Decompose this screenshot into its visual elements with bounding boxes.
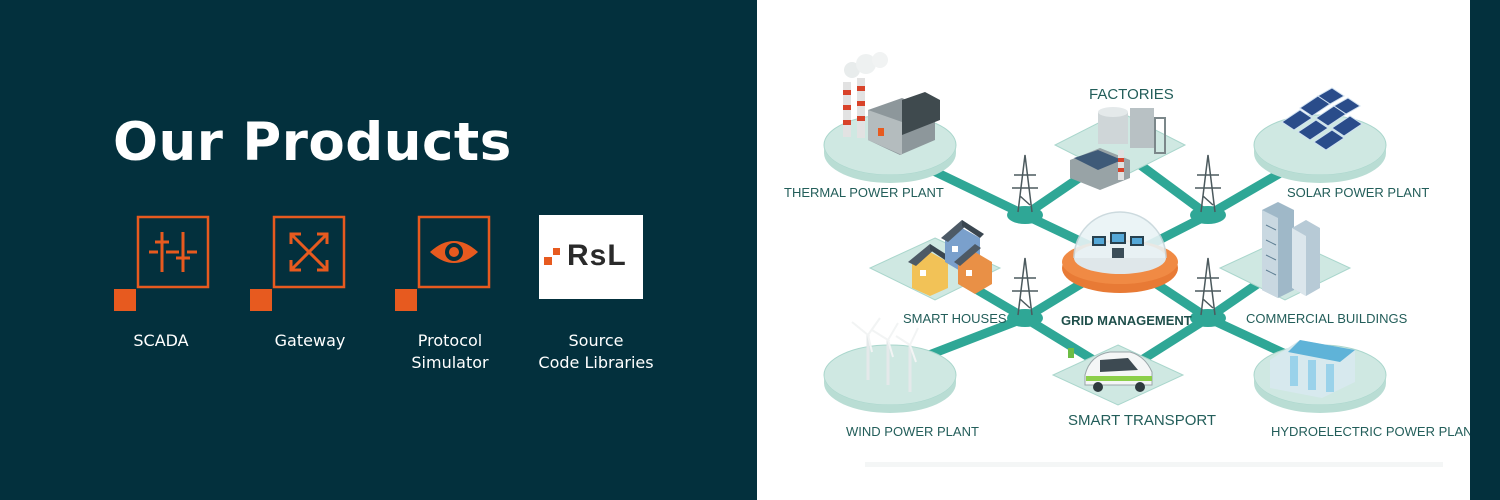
label-thermal-power-plant: THERMAL POWER PLANT — [784, 185, 944, 200]
accent-square — [114, 289, 136, 311]
rsl-logo-mark-icon — [544, 248, 560, 265]
rsl-logo: RsL — [567, 239, 627, 272]
product-source-code-libraries[interactable]: RsL — [539, 215, 643, 299]
label-line: Protocol — [417, 331, 483, 350]
page-title: Our Products — [113, 112, 512, 173]
products-panel: Our Products SCADA — [0, 0, 757, 500]
label-commercial-buildings: COMMERCIAL BUILDINGS — [1246, 311, 1408, 326]
product-protocol-simulator[interactable] — [394, 214, 494, 314]
product-gateway[interactable] — [249, 214, 349, 314]
product-label-gateway: Gateway — [274, 331, 346, 350]
smart-grid-illustration: FACTORIES THERMAL POWER PLANT SOLAR POWE… — [757, 0, 1500, 500]
label-hydroelectric-power-plant: HYDROELECTRIC POWER PLANT — [1271, 424, 1481, 439]
label-smart-transport: SMART TRANSPORT — [1068, 412, 1217, 429]
label-grid-management: GRID MANAGEMENT — [1061, 313, 1192, 328]
label-line: Source — [568, 331, 624, 350]
label-line: Code Libraries — [538, 353, 654, 372]
label-wind-power-plant: WIND POWER PLANT — [846, 424, 979, 439]
product-label-scada: SCADA — [133, 331, 189, 350]
product-scada[interactable] — [113, 214, 213, 314]
label-solar-power-plant: SOLAR POWER PLANT — [1287, 185, 1430, 200]
label-smart-houses: SMART HOUSES — [903, 311, 1007, 326]
scada-sliders-icon — [136, 215, 210, 289]
gateway-arrows-icon — [272, 215, 346, 289]
label-factories: FACTORIES — [1089, 86, 1174, 103]
grid-network-diagram — [823, 52, 1443, 467]
accent-square — [395, 289, 417, 311]
product-label-protocol: Protocol Simulator — [398, 330, 502, 374]
label-line: Simulator — [411, 353, 489, 372]
product-label-libraries: Source Code Libraries — [526, 330, 666, 374]
accent-square — [250, 289, 272, 311]
eye-icon — [417, 215, 491, 289]
right-edge-strip — [1470, 0, 1500, 500]
